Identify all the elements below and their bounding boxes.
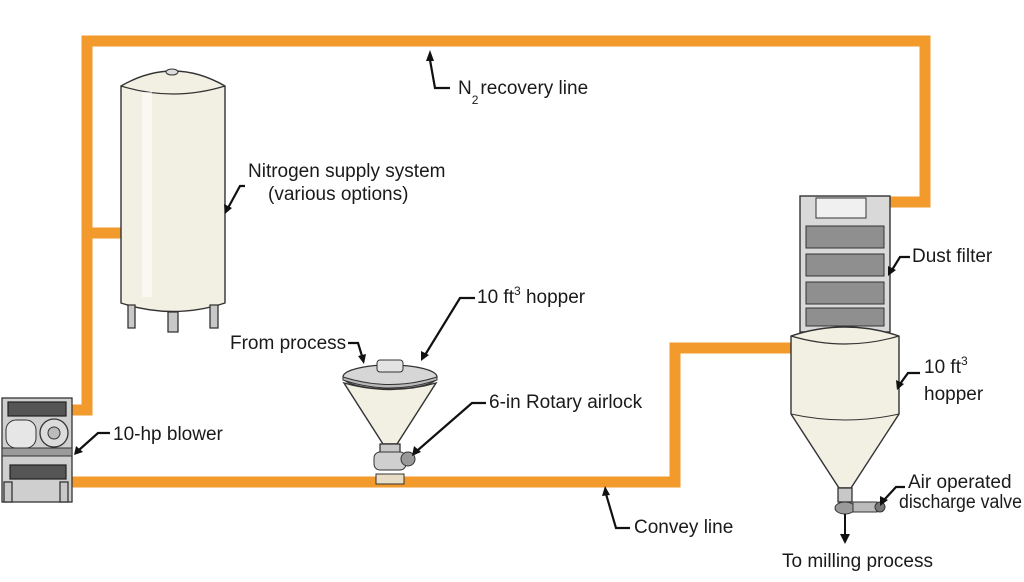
label-rotary-airlock: 6-in Rotary airlock	[489, 392, 643, 413]
discharge-valve-icon	[834, 487, 886, 544]
leader-convey	[604, 493, 630, 530]
label-nitrogen-supply-line1: Nitrogen supply system	[248, 161, 445, 182]
leader-dust-filter	[891, 255, 910, 271]
leader-rotary-airlock	[417, 401, 486, 451]
leader-from-process	[348, 341, 364, 357]
label-small-hopper: 10 ft3 hopper	[477, 284, 586, 308]
label-large-hopper-line1: 10 ft3	[924, 354, 968, 378]
small-hopper	[342, 359, 438, 445]
label-large-hopper-line2: hopper	[924, 384, 984, 405]
leader-large-hopper	[899, 371, 920, 385]
label-convey-line: Convey line	[634, 517, 733, 538]
label-air-valve-line1: Air operated	[908, 472, 1012, 493]
blower-icon	[1, 397, 73, 503]
leader-small-hopper	[424, 296, 475, 356]
label-nitrogen-supply-line2: (various options)	[268, 184, 408, 205]
leader-lines	[74, 50, 920, 530]
leader-air-valve	[883, 485, 905, 501]
n2-recovery-line	[65, 35, 931, 416]
rotary-airlock-icon	[373, 443, 416, 485]
label-n2-recovery: N2recovery line	[458, 78, 588, 107]
label-from-process: From process	[230, 333, 346, 354]
label-dust-filter: Dust filter	[912, 246, 993, 267]
convey-line	[65, 342, 795, 488]
dust-filter	[799, 195, 891, 333]
leader-blower	[78, 431, 110, 451]
label-blower: 10-hp blower	[113, 424, 224, 445]
leader-nitrogen	[227, 184, 245, 209]
leader-n2-recovery	[428, 59, 450, 90]
large-hopper	[790, 326, 900, 489]
nitrogen-tank	[120, 68, 226, 333]
label-to-milling: To milling process	[782, 551, 933, 572]
labels: N2recovery line Nitrogen supply system (…	[113, 78, 1022, 572]
label-air-valve-line2: discharge valve	[899, 492, 1022, 513]
